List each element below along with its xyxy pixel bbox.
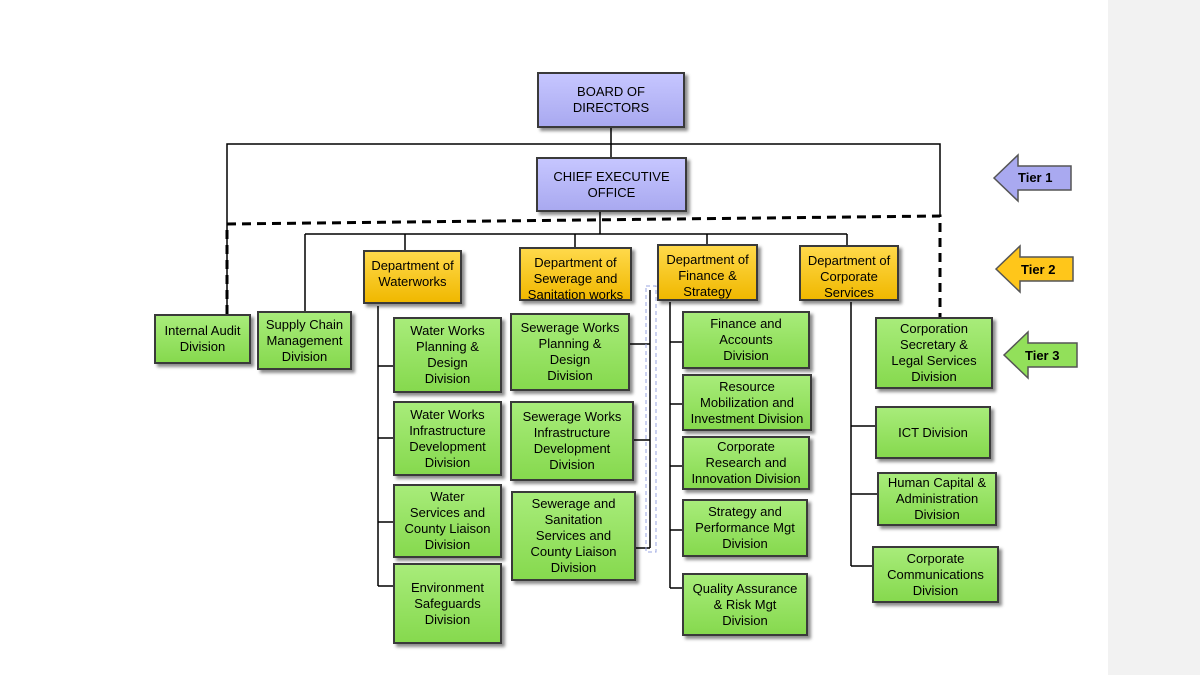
finance-division-box: Resource Mobilization and Investment Div… [682,374,812,431]
sewerage-division-label: Sewerage Works Infrastructure Developmen… [522,409,622,472]
waterworks-division-box: Water Works Planning & Design Division [393,317,502,393]
finance-division-label: Strategy and Performance Mgt Division [695,504,795,551]
finance-division-label: Finance and Accounts Division [710,316,782,363]
corporate-division-box: Human Capital & Administration Division [877,472,997,526]
finance-division-label: Quality Assurance & Risk Mgt Division [692,580,798,628]
sewerage-division-box: Sewerage and Sanitation Services and Cou… [511,491,636,581]
finance-division-box: Corporate Research and Innovation Divisi… [682,436,810,490]
board-label: BOARD OF DIRECTORS [572,84,650,115]
department-sewerage-box: Department of Sewerage and Sanitation wo… [519,247,632,301]
right-margin-strip [1108,0,1200,675]
board-of-directors-box: BOARD OF DIRECTORS [537,72,685,128]
connector-board-bracket [226,143,941,314]
ceo-label: CHIEF EXECUTIVE OFFICE [553,168,670,200]
waterworks-division-box: Environment Safeguards Division [393,563,502,644]
waterworks-division-label: Water Services and County Liaison Divisi… [404,489,491,552]
sewerage-division-box: Sewerage Works Planning & Design Divisio… [510,313,630,391]
tier-3-arrow-icon [1002,330,1078,380]
waterworks-division-box: Water Services and County Liaison Divisi… [393,484,502,558]
waterworks-division-label: Environment Safeguards Division [411,579,484,627]
finance-division-box: Quality Assurance & Risk Mgt Division [682,573,808,636]
internal-audit-box: Internal Audit Division [154,314,251,364]
corporation-secretary-label: Corporation Secretary & Legal Services D… [891,321,977,384]
waterworks-division-label: Water Works Infrastructure Development D… [409,406,486,470]
finance-division-box: Strategy and Performance Mgt Division [682,499,808,557]
finance-division-label: Corporate Research and Innovation Divisi… [691,439,801,486]
finance-division-box: Finance and Accounts Division [682,311,810,369]
department-waterworks-label: Department of Waterworks [371,258,454,289]
department-corporate-label: Department of Corporate Services [807,253,891,300]
waterworks-division-box: Water Works Infrastructure Development D… [393,401,502,476]
department-sewerage-label: Department of Sewerage and Sanitation wo… [527,255,624,301]
corporate-division-box: Corporate Communications Division [872,546,999,603]
sewerage-division-label: Sewerage and Sanitation Services and Cou… [530,496,617,575]
department-waterworks-box: Department of Waterworks [363,250,462,304]
corporate-division-label: Human Capital & Administration Division [887,475,987,522]
chief-executive-office-box: CHIEF EXECUTIVE OFFICE [536,157,687,212]
waterworks-division-label: Water Works Planning & Design Division [410,323,485,386]
sewerage-division-box: Sewerage Works Infrastructure Developmen… [510,401,634,481]
tier-boundary-dashed-line [225,214,942,318]
tier-2-arrow-icon [994,244,1074,294]
sewerage-dashed-bracket [645,285,657,553]
department-corporate-box: Department of Corporate Services [799,245,899,301]
department-finance-label: Department of Finance & Strategy [666,252,749,299]
tier-2-label: Tier 2 [1021,262,1056,277]
department-finance-box: Department of Finance & Strategy [657,244,758,301]
internal-audit-label: Internal Audit Division [164,323,241,354]
corporate-division-label: ICT Division [898,424,968,440]
tier-3-label: Tier 3 [1025,348,1060,363]
finance-division-label: Resource Mobilization and Investment Div… [690,378,804,426]
sewerage-division-label: Sewerage Works Planning & Design Divisio… [520,320,620,383]
corporation-secretary-box: Corporation Secretary & Legal Services D… [875,317,993,389]
tier-1-label: Tier 1 [1018,170,1053,185]
supply-chain-label: Supply Chain Management Division [265,316,344,364]
corporate-division-label: Corporate Communications Division [887,550,984,598]
corporate-division-box: ICT Division [875,406,991,459]
supply-chain-box: Supply Chain Management Division [257,311,352,370]
tier-1-arrow-icon [992,153,1072,203]
